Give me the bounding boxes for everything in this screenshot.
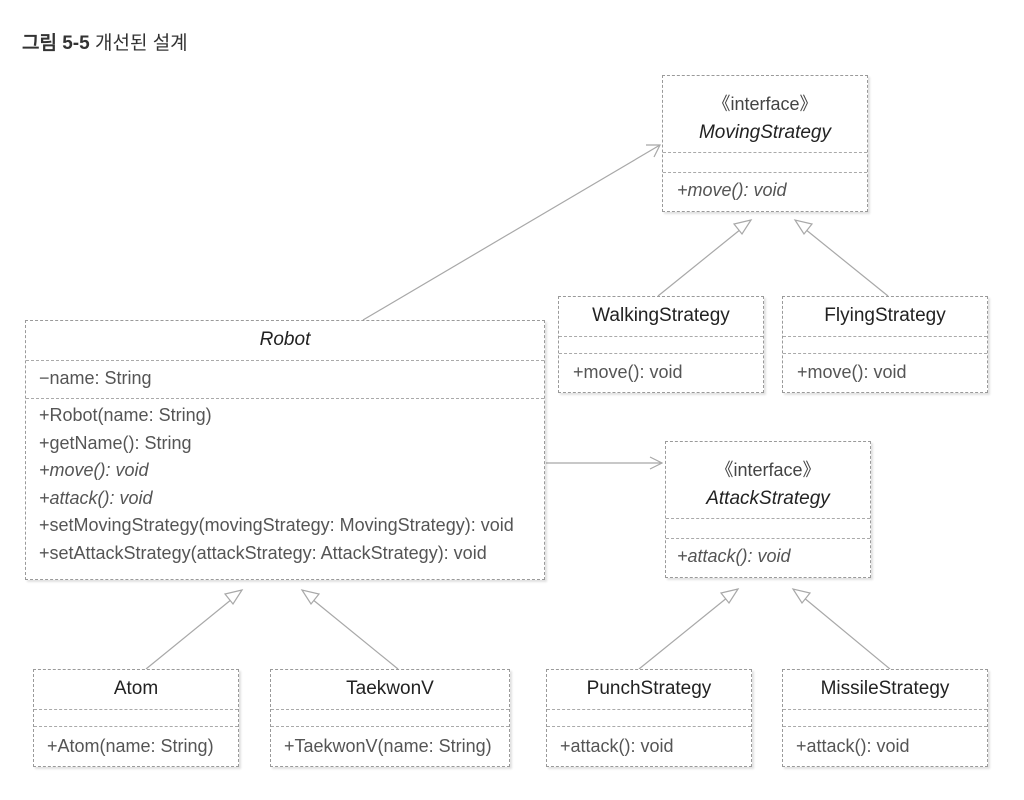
taekwonv-generalization-head [300, 589, 321, 606]
robot-name: Robot [259, 329, 311, 350]
robot-attr-name: −name: String [39, 368, 152, 388]
robot-op-getname: +getName(): String [39, 432, 192, 453]
robot-operations: +Robot(name: String) +getName(): String … [26, 399, 544, 567]
flying-strategy-attributes [783, 337, 987, 354]
punch-strategy-name: PunchStrategy [586, 678, 712, 699]
walking-strategy-class: WalkingStrategy +move(): void [558, 296, 764, 393]
attack-strategy-name: AttackStrategy [706, 488, 830, 509]
attack-strategy-stereotype: 《interface》 [715, 460, 821, 480]
atom-generalization-line [145, 598, 233, 670]
robot-op-attack: +attack(): void [39, 487, 153, 508]
flying-strategy-operations: +move(): void [783, 354, 987, 387]
punch-strategy-op-attack: +attack(): void [560, 736, 674, 756]
robot-attributes: −name: String [26, 361, 544, 399]
walking-strategy-name: WalkingStrategy [592, 305, 730, 326]
atom-name: Atom [113, 678, 159, 699]
figure-title: 그림 5-5 개선된 설계 [22, 28, 188, 55]
robot-op-move: +move(): void [39, 460, 149, 480]
missile-strategy-name: MissileStrategy [820, 678, 950, 699]
robot-to-movingstrategy-association [362, 144, 661, 321]
punch-strategy-header: PunchStrategy [547, 670, 751, 710]
flying-strategy-op-move: +move(): void [797, 362, 907, 382]
missile-strategy-class: MissileStrategy +attack(): void [782, 669, 988, 767]
taekwonv-class: TaekwonV +TaekwonV(name: String) [270, 669, 510, 767]
taekwonv-name: TaekwonV [346, 678, 434, 699]
flying-realization-line [804, 228, 889, 297]
attack-strategy-class: 《interface》 AttackStrategy +attack(): vo… [665, 441, 871, 578]
robot-op-constructor: +Robot(name: String) [39, 405, 212, 425]
figure-caption: 개선된 설계 [94, 33, 188, 54]
walking-strategy-op-move: +move(): void [573, 362, 683, 382]
walking-strategy-header: WalkingStrategy [559, 297, 763, 337]
moving-strategy-class: 《interface》 MovingStrategy +move(): void [662, 75, 868, 212]
robot-association-arrowhead [646, 144, 661, 158]
flying-strategy-header: FlyingStrategy [783, 297, 987, 337]
punch-strategy-attributes [547, 710, 751, 727]
attack-strategy-operations: +attack(): void [666, 539, 870, 571]
robot-op-setmovingstrategy: +setMovingStrategy(movingStrategy: Movin… [39, 515, 514, 535]
punch-strategy-operations: +attack(): void [547, 727, 751, 761]
taekwonv-op-constructor: +TaekwonV(name: String) [284, 736, 492, 756]
atom-class: Atom +Atom(name: String) [33, 669, 239, 767]
missile-strategy-attributes [783, 710, 987, 727]
flying-strategy-class: FlyingStrategy +move(): void [782, 296, 988, 393]
attack-association-arrowhead [649, 456, 664, 470]
punch-strategy-class: PunchStrategy +attack(): void [546, 669, 752, 767]
figure-label: 그림 5-5 [22, 33, 90, 54]
atom-header: Atom [34, 670, 238, 710]
taekwonv-header: TaekwonV [271, 670, 509, 710]
flying-realization-head [793, 219, 814, 236]
moving-strategy-stereotype: 《interface》 [712, 94, 818, 114]
walking-realization-line [657, 228, 742, 297]
missile-strategy-operations: +attack(): void [783, 727, 987, 761]
robot-class: Robot −name: String +Robot(name: String)… [25, 320, 545, 580]
atom-operations: +Atom(name: String) [34, 727, 238, 761]
punch-realization-head [719, 588, 740, 605]
moving-strategy-attributes [663, 153, 867, 173]
missile-strategy-header: MissileStrategy [783, 670, 987, 710]
walking-strategy-operations: +move(): void [559, 354, 763, 387]
moving-strategy-op-move: +move(): void [677, 180, 787, 200]
missile-realization-line [802, 596, 891, 670]
walking-realization-head [732, 219, 753, 236]
atom-attributes [34, 710, 238, 727]
attack-strategy-op-attack: +attack(): void [677, 546, 791, 566]
taekwonv-generalization-line [311, 598, 399, 670]
atom-op-constructor: +Atom(name: String) [47, 736, 214, 756]
moving-strategy-header: 《interface》 MovingStrategy [663, 76, 867, 153]
taekwonv-operations: +TaekwonV(name: String) [271, 727, 509, 761]
atom-generalization-head [223, 589, 244, 606]
flying-strategy-name: FlyingStrategy [824, 305, 946, 326]
moving-strategy-name: MovingStrategy [698, 122, 831, 143]
punch-realization-line [638, 596, 729, 670]
attack-strategy-header: 《interface》 AttackStrategy [666, 442, 870, 519]
walking-strategy-attributes [559, 337, 763, 354]
robot-op-setattackstrategy: +setAttackStrategy(attackStrategy: Attac… [39, 542, 487, 563]
missile-realization-head [791, 588, 812, 605]
robot-header: Robot [26, 321, 544, 361]
missile-strategy-op-attack: +attack(): void [796, 736, 910, 756]
attack-strategy-attributes [666, 519, 870, 539]
moving-strategy-operations: +move(): void [663, 173, 867, 205]
taekwonv-attributes [271, 710, 509, 727]
